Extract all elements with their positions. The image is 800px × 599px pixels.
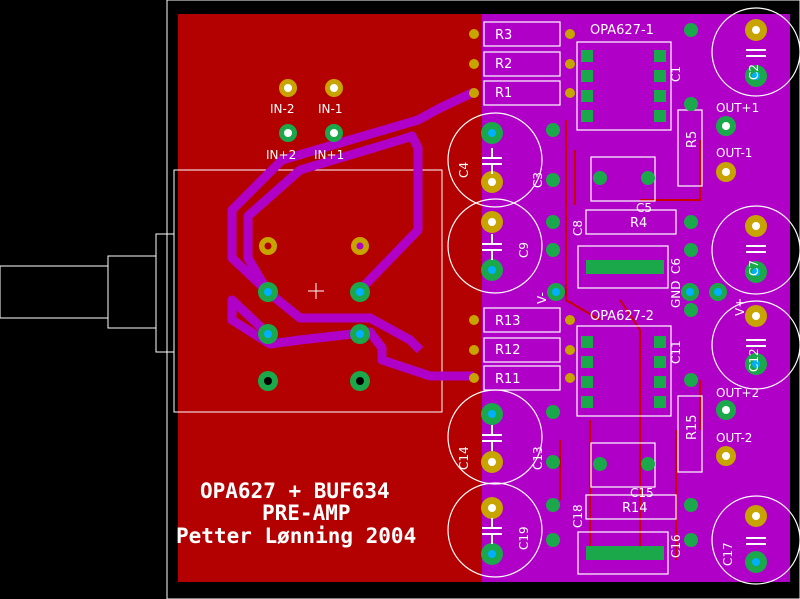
label-gnd: GND xyxy=(669,280,683,308)
resistor-bodies xyxy=(483,21,703,520)
output-pads xyxy=(547,116,736,466)
connector-labels: OUT+1 OUT-1 OUT+2 OUT-2 V- GND V+ xyxy=(535,101,759,445)
label-vminus: V- xyxy=(535,292,549,304)
label-u2: OPA627-2 xyxy=(590,309,654,324)
resistor-pads xyxy=(469,29,575,383)
label-c11: C11 xyxy=(669,340,683,364)
label-c9: C9 xyxy=(517,242,531,258)
resistor-labels: R3 R2 R1 R13 R12 R11 R4 R14 R5 R15 xyxy=(495,28,700,516)
label-c6: C6 xyxy=(669,258,683,274)
label-c1: C1 xyxy=(669,66,683,82)
potentiometer-pads xyxy=(258,237,370,391)
label-r13: R13 xyxy=(495,314,521,329)
label-c16: C16 xyxy=(669,534,683,558)
label-in2n: IN-2 xyxy=(270,102,294,116)
label-u1: OPA627-1 xyxy=(590,23,654,38)
ic-pads xyxy=(581,50,666,560)
capacitor-labels: C4 C9 C14 C19 C3 C13 C8 C18 C5 C15 C1 C1… xyxy=(457,64,761,566)
label-c15: C15 xyxy=(630,486,654,500)
label-out1n: OUT-1 xyxy=(716,146,752,160)
label-c3: C3 xyxy=(531,172,545,188)
label-c19: C19 xyxy=(517,526,531,550)
electrolytic-capacitors xyxy=(447,7,800,585)
label-c12: C12 xyxy=(747,348,761,372)
input-labels: IN-2 IN-1 IN+2 IN+1 xyxy=(266,102,344,162)
ic-packages xyxy=(576,41,672,575)
small-capacitor-pads xyxy=(546,23,698,547)
label-c5: C5 xyxy=(636,201,652,215)
label-r2: R2 xyxy=(495,57,512,72)
label-c4: C4 xyxy=(457,162,471,178)
title-line-3: Petter Lønning 2004 xyxy=(176,524,416,548)
label-r4: R4 xyxy=(630,216,647,231)
label-r14: R14 xyxy=(622,501,648,516)
electrolytic-symbols xyxy=(482,49,766,545)
label-in2p: IN+2 xyxy=(266,148,296,162)
label-r11: R11 xyxy=(495,372,521,387)
label-c17: C17 xyxy=(721,542,735,566)
label-in1n: IN-1 xyxy=(318,102,342,116)
label-c8: C8 xyxy=(571,220,585,236)
label-out1p: OUT+1 xyxy=(716,101,759,115)
board-title: OPA627 + BUF634 PRE-AMP Petter Lønning 2… xyxy=(176,479,416,548)
signal-traces xyxy=(227,87,476,381)
label-c7: C7 xyxy=(747,260,761,276)
label-c13: C13 xyxy=(531,446,545,470)
title-line-1: OPA627 + BUF634 xyxy=(200,479,390,503)
label-r3: R3 xyxy=(495,28,512,43)
label-in1p: IN+1 xyxy=(314,148,344,162)
label-out2n: OUT-2 xyxy=(716,431,752,445)
label-vplus: V+ xyxy=(733,298,747,316)
label-c14: C14 xyxy=(457,446,471,470)
label-c18: C18 xyxy=(571,504,585,528)
input-pads xyxy=(279,79,343,142)
label-r12: R12 xyxy=(495,343,521,358)
title-line-2: PRE-AMP xyxy=(262,501,351,525)
label-r1: R1 xyxy=(495,86,512,101)
label-c2: C2 xyxy=(747,64,761,80)
ic-labels: OPA627-1 OPA627-2 xyxy=(590,23,654,324)
electrolytic-pads xyxy=(481,19,767,573)
board-outline xyxy=(166,0,800,599)
label-r15: R15 xyxy=(685,414,700,440)
label-r5: R5 xyxy=(685,131,700,148)
label-out2p: OUT+2 xyxy=(716,386,759,400)
